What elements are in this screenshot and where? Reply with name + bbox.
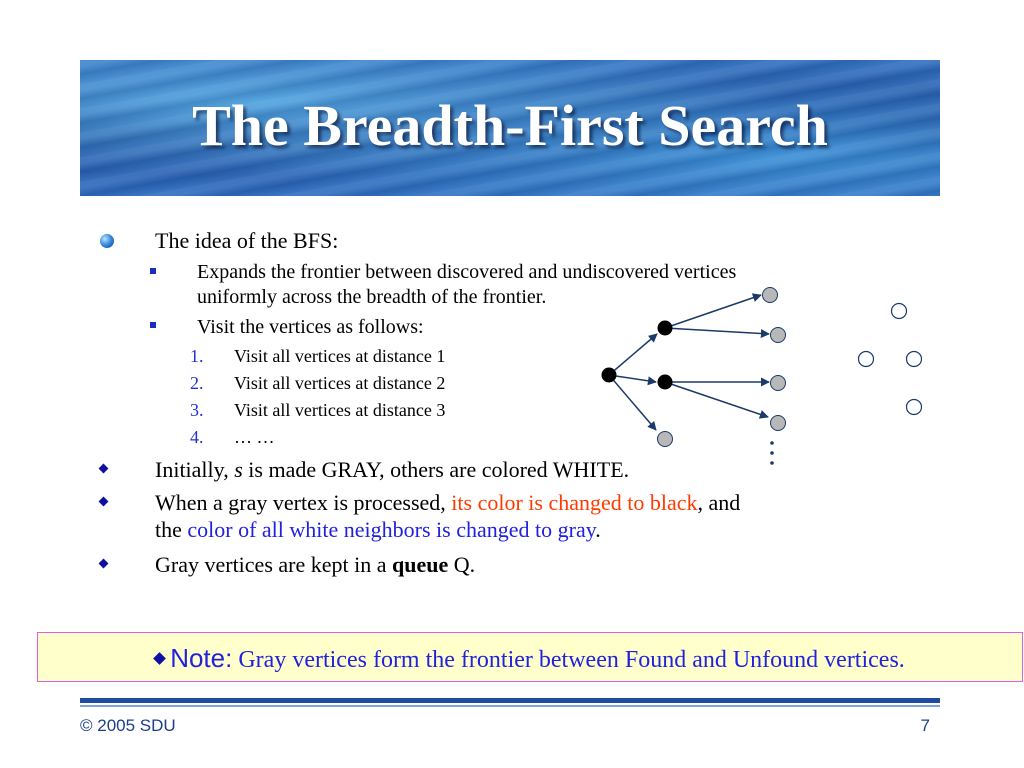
graph-edges: [608, 293, 770, 431]
queue-bold: queue: [392, 552, 449, 577]
bullet-diamond-icon: [98, 558, 109, 569]
graph-edge: [608, 374, 657, 431]
vertex-gray: [762, 287, 778, 303]
bullet-circle-icon: [100, 234, 114, 248]
note-line: Note: Gray vertices form the frontier be…: [38, 643, 1022, 674]
vertex-gray: [770, 415, 786, 431]
initially-post: is made GRAY, others are colored WHITE.: [242, 457, 630, 482]
vertex-white: [905, 398, 923, 416]
bullet-initially: Initially, s is made GRAY, others are co…: [155, 457, 629, 483]
vertex-black: [601, 367, 617, 383]
vertex-gray: [657, 431, 673, 447]
bullet-gray-line2: the color of all white neighbors is chan…: [155, 517, 601, 543]
bfs-graph-diagram: [601, 287, 923, 465]
step-text: Visit all vertices at distance 3: [234, 400, 446, 420]
vertex-white: [857, 350, 875, 368]
bullet-idea: The idea of the BFS:: [155, 228, 339, 253]
step-item: 3. Visit all vertices at distance 3: [190, 399, 445, 421]
gray-end: .: [595, 517, 601, 542]
ellipsis-dots: [770, 441, 774, 465]
note-text: Gray vertices form the frontier between …: [232, 647, 905, 673]
vertex-white: [905, 350, 923, 368]
step-item: 2. Visit all vertices at distance 2: [190, 372, 445, 394]
gray-mid: , and: [697, 490, 741, 515]
bullet-expands-line1: Expands the frontier between discovered …: [197, 261, 737, 283]
bullet-square-icon: [150, 322, 156, 328]
graph-edge: [608, 333, 658, 376]
graph-edge: [664, 327, 770, 339]
bullet-visit: Visit the vertices as follows:: [197, 316, 424, 338]
graph-vertices: [601, 287, 923, 447]
vertex-black: [657, 374, 673, 390]
bullet-square-icon: [150, 268, 156, 274]
footer-copyright: © 2005 SDU: [80, 716, 176, 735]
step-number: 3.: [190, 400, 204, 420]
ellipsis-dot: [770, 461, 774, 465]
queue-pre: Gray vertices are kept in a: [155, 552, 392, 577]
graph-edge: [664, 293, 762, 329]
ellipsis-dot: [770, 451, 774, 455]
bullet-queue: Gray vertices are kept in a queue Q.: [155, 552, 475, 578]
bullet-diamond-icon: [98, 463, 109, 474]
step-number: 1.: [190, 346, 204, 366]
bullet-gray-line1: When a gray vertex is processed, its col…: [155, 490, 740, 516]
bullet-diamond-icon: [98, 496, 109, 507]
title-banner: The Breadth-First Search: [80, 60, 940, 196]
vertex-gray: [770, 327, 786, 343]
ellipsis-dot: [770, 441, 774, 445]
note-label: Note:: [170, 643, 233, 673]
footer-rule: [80, 698, 940, 703]
step-number: 4.: [190, 427, 204, 447]
vertex-gray: [770, 375, 786, 391]
step-text: … …: [234, 427, 275, 447]
note-box: Note: Gray vertices form the frontier be…: [37, 632, 1023, 682]
step-item: 4. … …: [190, 426, 275, 448]
step-text: Visit all vertices at distance 1: [234, 346, 446, 366]
step-number: 2.: [190, 373, 204, 393]
gray-red-text: its color is changed to black: [451, 490, 698, 515]
slide-title: The Breadth-First Search: [192, 93, 828, 158]
footer-page-number: 7: [920, 716, 930, 735]
initially-s: s: [234, 457, 243, 482]
bullet-expands-line2: uniformly across the breadth of the fron…: [197, 286, 547, 308]
gray-pre: When a gray vertex is processed,: [155, 490, 452, 515]
graph-edge: [664, 381, 769, 419]
gray-blue-text: color of all white neighbors is changed …: [187, 517, 596, 542]
graph-edge: [608, 374, 657, 386]
step-text: Visit all vertices at distance 2: [234, 373, 446, 393]
vertex-black: [657, 320, 673, 336]
gray-the: the: [155, 517, 188, 542]
initially-pre: Initially,: [155, 457, 235, 482]
note-diamond-icon: [153, 652, 167, 665]
queue-post: Q.: [448, 552, 476, 577]
vertex-white: [890, 302, 908, 320]
step-item: 1. Visit all vertices at distance 1: [190, 345, 445, 367]
footer-rule-thin: [80, 705, 940, 707]
